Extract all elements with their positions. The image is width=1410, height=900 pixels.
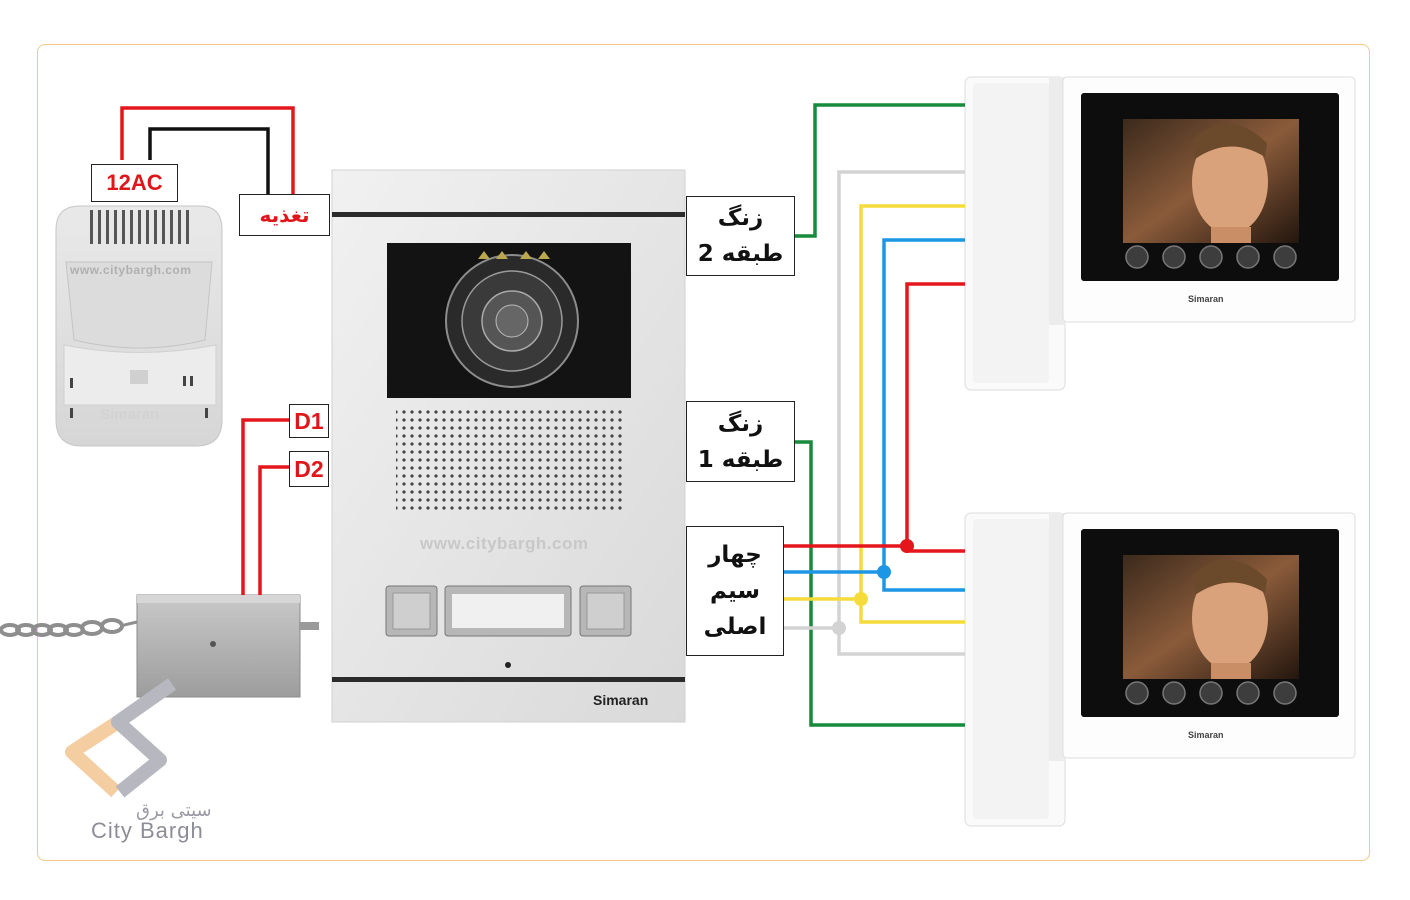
wire-bell-floor2 bbox=[795, 103, 965, 238]
citybargh-logo-icon bbox=[65, 678, 177, 798]
main-wires-line2: سیم bbox=[709, 578, 761, 604]
main-wires-line3: اصلی bbox=[703, 614, 767, 640]
main-wires-line1: چهار bbox=[708, 542, 762, 568]
logo-text-en: City Bargh bbox=[91, 818, 204, 843]
wire-d1 bbox=[241, 418, 290, 595]
monitor2-brand: Simaran bbox=[1188, 294, 1224, 304]
site-watermark-psu: www.citybargh.com bbox=[70, 263, 192, 277]
main-wires-label: چهار سیم اصلی bbox=[686, 526, 784, 656]
wire-power-black bbox=[148, 127, 270, 194]
power-label: تغذیه bbox=[239, 194, 330, 236]
site-watermark-panel: www.citybargh.com bbox=[420, 534, 589, 553]
bell-floor2-label: زنگ طبقه 2 bbox=[686, 196, 795, 276]
wire-main-grey bbox=[837, 170, 965, 656]
ac-input-label: 12AC bbox=[91, 164, 178, 202]
monitor1-brand: Simaran bbox=[1188, 730, 1224, 740]
psu-brand: Simaran bbox=[100, 406, 160, 423]
door-panel bbox=[331, 169, 686, 723]
wire-junctions bbox=[832, 539, 914, 635]
d2-label: D2 bbox=[289, 451, 329, 487]
bell-floor2-line2: طبقه 2 bbox=[697, 241, 784, 267]
power-supply bbox=[55, 205, 223, 447]
wire-main-blue bbox=[882, 238, 965, 592]
bell-floor1-line2: طبقه 1 bbox=[697, 446, 784, 473]
bell-floor1-line1: زنگ bbox=[717, 410, 764, 437]
monitor-floor-2 bbox=[964, 76, 1356, 391]
wire-d2 bbox=[258, 465, 290, 595]
wire-bell-floor1 bbox=[795, 440, 965, 727]
diagram-frame bbox=[37, 44, 1370, 861]
panel-brand: Simaran bbox=[593, 692, 649, 708]
logo-text-fa: سیتی برق bbox=[136, 800, 212, 821]
bell-floor1-label: زنگ طبقه 1 bbox=[686, 401, 795, 482]
d1-label: D1 bbox=[289, 404, 329, 438]
monitor-floor-1 bbox=[964, 512, 1356, 827]
door-lock bbox=[0, 594, 319, 698]
wire-power-red bbox=[120, 106, 295, 194]
wire-main-yellow bbox=[859, 204, 965, 624]
bell-floor2-line1: زنگ bbox=[717, 205, 764, 231]
wire-main-red bbox=[905, 282, 965, 553]
